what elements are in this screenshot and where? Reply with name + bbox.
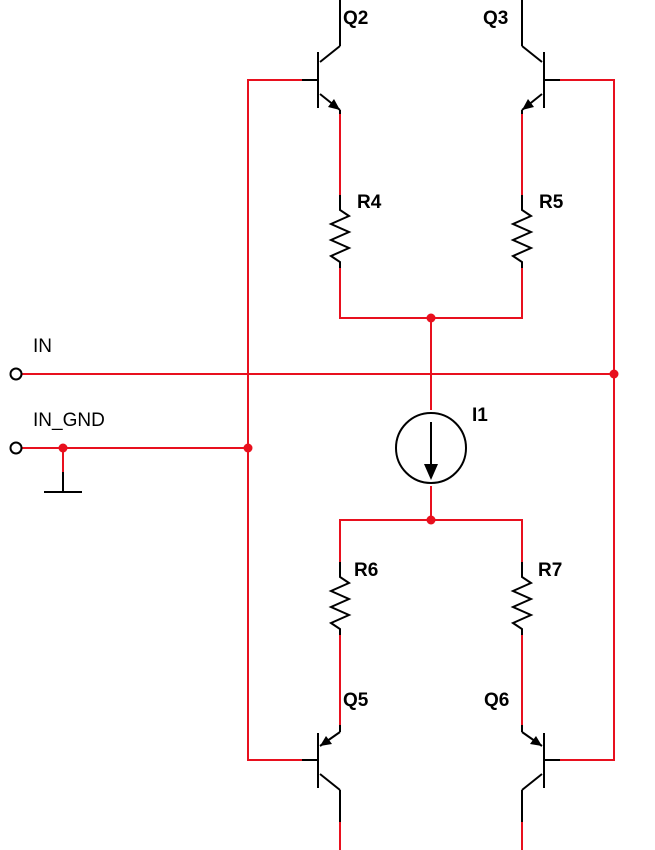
transistor-q3 — [521, 0, 560, 114]
label-r4: R4 — [357, 192, 382, 213]
label-q5: Q5 — [343, 690, 369, 711]
wire-left-bus — [247, 79, 302, 761]
transistor-q6 — [521, 725, 560, 822]
label-i1: I1 — [472, 405, 488, 426]
label-in-gnd: IN_GND — [33, 410, 105, 431]
label-r5: R5 — [539, 192, 564, 213]
junction-dot — [426, 313, 436, 323]
resistor-r5 — [510, 195, 534, 268]
port-in-gnd-terminal[interactable] — [9, 441, 23, 455]
label-q3: Q3 — [483, 8, 508, 29]
wire-right-bus — [560, 79, 615, 761]
junction-dot — [609, 369, 619, 379]
resistor-r7 — [510, 562, 534, 635]
label-in: IN — [33, 336, 52, 357]
label-r7: R7 — [538, 560, 562, 581]
label-q2: Q2 — [343, 8, 368, 29]
transistor-q5 — [302, 725, 341, 822]
wire-r4-r5-join — [339, 268, 523, 319]
label-r6: R6 — [354, 560, 378, 581]
transistor-q2 — [302, 0, 341, 114]
junction-dot — [243, 443, 253, 453]
resistor-r4 — [328, 195, 352, 268]
port-in-terminal[interactable] — [9, 367, 23, 381]
wire-r6-r7-join — [339, 519, 523, 562]
label-q6: Q6 — [484, 690, 509, 711]
resistor-r6 — [328, 562, 352, 635]
junction-dot — [426, 515, 436, 525]
junctions — [58, 313, 619, 525]
current-source-i1 — [395, 412, 467, 484]
junction-dot — [58, 443, 68, 453]
